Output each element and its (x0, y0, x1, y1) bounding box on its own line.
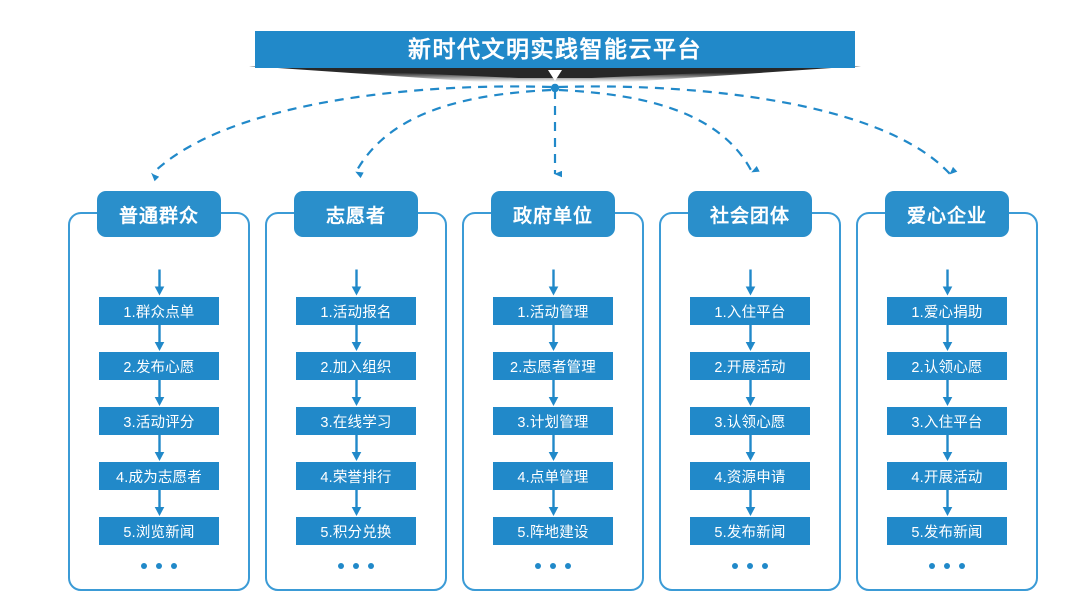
flow-arrow-icon (154, 435, 164, 461)
flow-arrow-icon (548, 325, 558, 351)
flow-step-item[interactable]: 5.浏览新闻 (99, 517, 219, 545)
flow-step-item[interactable]: 1.爱心捐助 (887, 297, 1007, 325)
column-body: 1.活动报名 2.加入组织 3.在线学习 4.荣誉排行 5.积分兑换 (267, 214, 445, 589)
column-body: 1.爱心捐助 2.认领心愿 3.入住平台 4.开展活动 5.发布新闻 (858, 214, 1036, 589)
platform-title-banner: 新时代文明实践智能云平台 (255, 31, 855, 68)
dot (141, 563, 147, 569)
flow-step-item[interactable]: 4.资源申请 (690, 462, 810, 490)
role-column-volunteer: 志愿者 1.活动报名 2.加入组织 3.在线学习 4.荣誉排行 5.积分兑换 (265, 191, 447, 591)
dot (732, 563, 738, 569)
flow-step-item[interactable]: 3.入住平台 (887, 407, 1007, 435)
flow-step-item[interactable]: 5.发布新闻 (690, 517, 810, 545)
dot (959, 563, 965, 569)
flow-step-item[interactable]: 3.在线学习 (296, 407, 416, 435)
dot (762, 563, 768, 569)
dot (747, 563, 753, 569)
flow-arrow-icon (745, 435, 755, 461)
flow-arrow-icon (942, 435, 952, 461)
column-header-government-unit[interactable]: 政府单位 (491, 191, 615, 237)
flow-arrow-icon (351, 325, 361, 351)
flow-arrow-icon (548, 435, 558, 461)
flow-arrow-icon (154, 269, 164, 296)
flow-arrow-icon (351, 435, 361, 461)
column-body: 1.群众点单 2.发布心愿 3.活动评分 4.成为志愿者 5.浏览新闻 (70, 214, 248, 589)
column-header-label: 政府单位 (512, 205, 593, 227)
flow-arrow-icon (351, 269, 361, 296)
more-items-ellipsis (732, 563, 768, 569)
dot (929, 563, 935, 569)
flow-arrow-icon (942, 380, 952, 406)
dot (353, 563, 359, 569)
flow-arrow-icon (154, 380, 164, 406)
flow-arrow-icon (942, 269, 952, 296)
flow-step-item[interactable]: 5.阵地建设 (493, 517, 613, 545)
flow-arrow-icon (745, 380, 755, 406)
column-header-label: 普通群众 (118, 205, 199, 227)
flow-arrow-icon (351, 380, 361, 406)
flow-step-item[interactable]: 3.认领心愿 (690, 407, 810, 435)
column-body: 1.入住平台 2.开展活动 3.认领心愿 4.资源申请 5.发布新闻 (661, 214, 839, 589)
role-column-social-group: 社会团体 1.入住平台 2.开展活动 3.认领心愿 4.资源申请 5.发布新闻 (659, 191, 841, 591)
flow-step-item[interactable]: 4.点单管理 (493, 462, 613, 490)
chevron-down-icon (548, 70, 562, 81)
dot (535, 563, 541, 569)
flow-arrow-icon (154, 325, 164, 351)
flow-arrow-icon (548, 380, 558, 406)
flow-arrow-icon (351, 490, 361, 516)
flow-step-item[interactable]: 2.开展活动 (690, 352, 810, 380)
dot (368, 563, 374, 569)
dot (338, 563, 344, 569)
flow-arrow-icon (745, 325, 755, 351)
dot (550, 563, 556, 569)
flow-arrow-icon (548, 269, 558, 296)
column-header-social-group[interactable]: 社会团体 (688, 191, 812, 237)
dot (565, 563, 571, 569)
flow-step-item[interactable]: 1.群众点单 (99, 297, 219, 325)
role-column-ordinary-public: 普通群众 1.群众点单 2.发布心愿 3.活动评分 4.成为志愿者 5.浏览新闻 (68, 191, 250, 591)
flow-arrow-icon (745, 490, 755, 516)
flow-arrow-icon (942, 490, 952, 516)
flow-arrow-icon (745, 269, 755, 296)
flow-step-item[interactable]: 3.计划管理 (493, 407, 613, 435)
flow-step-item[interactable]: 2.志愿者管理 (493, 352, 613, 380)
flow-step-item[interactable]: 3.活动评分 (99, 407, 219, 435)
column-body: 1.活动管理 2.志愿者管理 3.计划管理 4.点单管理 5.阵地建设 (464, 214, 642, 589)
flow-step-item[interactable]: 2.发布心愿 (99, 352, 219, 380)
flow-step-item[interactable]: 1.活动管理 (493, 297, 613, 325)
flow-step-item[interactable]: 4.成为志愿者 (99, 462, 219, 490)
dot (156, 563, 162, 569)
role-column-government-unit: 政府单位 1.活动管理 2.志愿者管理 3.计划管理 4.点单管理 5.阵地建设 (462, 191, 644, 591)
column-header-volunteer[interactable]: 志愿者 (294, 191, 418, 237)
dot (171, 563, 177, 569)
flow-step-item[interactable]: 4.荣誉排行 (296, 462, 416, 490)
column-header-charity-enterprise[interactable]: 爱心企业 (885, 191, 1009, 237)
dot (944, 563, 950, 569)
flow-arrow-icon (548, 490, 558, 516)
page-title: 新时代文明实践智能云平台 (408, 36, 702, 62)
flow-step-item[interactable]: 2.认领心愿 (887, 352, 1007, 380)
column-header-label: 社会团体 (709, 205, 790, 227)
more-items-ellipsis (929, 563, 965, 569)
column-header-ordinary-public[interactable]: 普通群众 (97, 191, 221, 237)
flow-step-item[interactable]: 5.发布新闻 (887, 517, 1007, 545)
more-items-ellipsis (535, 563, 571, 569)
flow-step-item[interactable]: 1.入住平台 (690, 297, 810, 325)
column-header-label: 志愿者 (325, 205, 386, 227)
column-header-label: 爱心企业 (906, 205, 987, 227)
flow-arrow-icon (154, 490, 164, 516)
more-items-ellipsis (141, 563, 177, 569)
flow-step-item[interactable]: 4.开展活动 (887, 462, 1007, 490)
flow-step-item[interactable]: 2.加入组织 (296, 352, 416, 380)
role-column-charity-enterprise: 爱心企业 1.爱心捐助 2.认领心愿 3.入住平台 4.开展活动 5.发布新闻 (856, 191, 1038, 591)
flow-step-item[interactable]: 5.积分兑换 (296, 517, 416, 545)
flow-step-item[interactable]: 1.活动报名 (296, 297, 416, 325)
more-items-ellipsis (338, 563, 374, 569)
flow-arrow-icon (942, 325, 952, 351)
